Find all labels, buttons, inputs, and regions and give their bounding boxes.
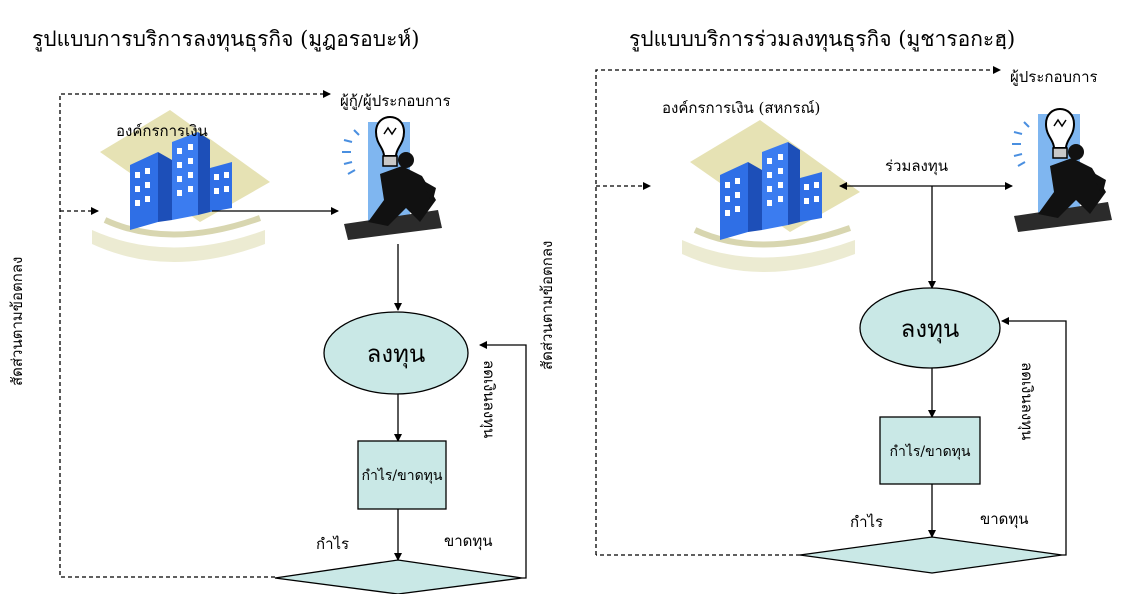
right-share-ratio-label: สัดส่วนตามข้อตกลง [538,241,556,370]
right-deduct-label: ลดเงินลงทุน [1017,362,1036,440]
right-co-invest-label: ร่วมลงทุน [885,157,948,176]
right-loss-loop-arrow [1001,317,1067,556]
left-deduct-label: ลดเงินลงทุน [479,360,498,438]
right-profit-loss-label: กำไร/ขาดทุน [890,443,971,460]
right-person-label: ผู้ประกอบการ [1010,68,1098,86]
right-title: รูปแบบบริการร่วมลงทุนธุรกิจ (มูชารอกะฮฺ) [629,27,1015,52]
businessman-idea-icon [341,116,443,241]
left-dashed-top-arrow [59,90,331,345]
left-person-label: ผู้กู้/ผู้ประกอบการ [340,92,451,110]
left-loss-label: ขาดทุน [444,532,493,551]
right-invest-label: ลงทุน [901,315,960,344]
right-diagram: รูปแบบบริการร่วมลงทุนธุรกิจ (มูชารอกะฮฺ)… [538,27,1113,574]
left-invest-ellipse [323,311,469,395]
left-decision-diamond [274,559,523,594]
left-diagram: รูปแบบการบริการลงทุนธุรกิจ (มูฎอรอบะห์) … [8,27,527,594]
left-dashed-bottom-line [59,345,275,578]
right-profit-loss-box [879,416,981,485]
left-share-ratio-label: สัดส่วนตามข้อตกลง [8,257,26,386]
left-invest-label: ลงทุน [367,340,426,369]
businessman-idea-icon [1011,108,1113,233]
right-loss-label: ขาดทุน [980,510,1029,529]
right-org-label: องค์กรการเงิน (สหกรณ์) [662,99,820,117]
right-profit-label: กำไร [850,513,883,531]
left-title: รูปแบบการบริการลงทุนธุรกิจ (มูฎอรอบะห์) [32,27,419,52]
right-dashed-top-arrow [595,66,1001,555]
building-icon [682,120,860,272]
left-loss-loop-arrow [479,341,527,579]
right-decision-diamond [799,536,1063,574]
left-profit-label: กำไร [316,535,349,553]
left-profit-loss-box [357,440,447,510]
left-profit-loss-label: กำไร/ขาดทุน [362,467,443,484]
right-invest-ellipse [859,287,1001,369]
left-org-label: องค์กรการเงิน [116,122,208,140]
